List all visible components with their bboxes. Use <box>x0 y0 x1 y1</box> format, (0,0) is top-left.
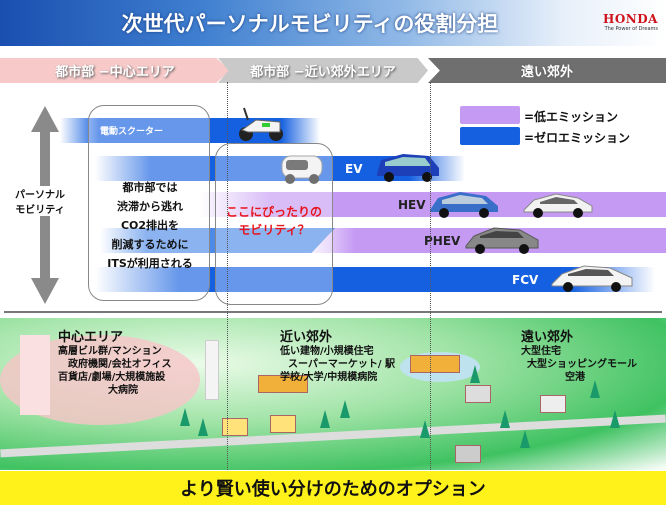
band-label-phev: PHEV <box>424 234 461 248</box>
house <box>258 375 308 393</box>
note-line: 削減するために <box>111 238 189 251</box>
area-item: 低い建物/小規模住宅 <box>280 346 374 357</box>
area-item: 大病院 <box>108 385 138 396</box>
question-line: ここにぴったりの <box>225 205 322 219</box>
area-title: 中心エリア <box>58 330 124 345</box>
area-item: 大型住宅 <box>521 346 561 357</box>
area-item: 政府機関/会社オフィス <box>68 359 172 370</box>
area-near-suburb: 近い郊外 低い建物/小規模住宅 スーパーマーケット/ 駅 学校/大学/中規模病院 <box>280 326 395 384</box>
tree-icon <box>590 380 600 398</box>
zone-label: 遠い郊外 <box>520 65 573 80</box>
house <box>270 415 296 433</box>
question-line: モビリティ？ <box>238 223 310 237</box>
zone-near-suburb: 都市部 −近い郊外エリア <box>218 58 428 83</box>
title-banner <box>0 0 666 46</box>
area-title: 遠い郊外 <box>521 330 574 345</box>
hev-crz-icon <box>523 193 593 218</box>
phev-car-icon <box>465 227 539 254</box>
note-line: 渋滞から逃れ <box>117 200 183 213</box>
legend-swatch-low-emission <box>460 106 520 124</box>
area-far-suburb: 遠い郊外 大型住宅 大型ショッピングモール 空港 <box>521 326 637 384</box>
tree-icon <box>520 430 530 448</box>
house <box>410 355 460 373</box>
tree-icon <box>340 400 350 418</box>
tree-icon <box>198 418 208 436</box>
zone-divider <box>227 82 228 472</box>
band-label-fcv: FCV <box>512 273 539 287</box>
area-item: 学校/大学/中規模病院 <box>280 372 378 383</box>
area-item: スーパーマーケット/ 駅 <box>288 359 396 370</box>
ev-car-icon <box>377 154 439 182</box>
zone-label: 都市部 −中心エリア <box>55 65 175 80</box>
note-line: 都市部では <box>122 181 178 194</box>
band-label-scooter: 電動スクーター <box>100 127 164 137</box>
building <box>20 335 50 415</box>
page-title: 次世代パーソナルモビリティの役割分担 <box>121 12 499 36</box>
logo-tagline: The Power of Dreams <box>604 26 658 32</box>
zone-far-suburb: 遠い郊外 <box>428 58 666 83</box>
zone-divider <box>430 82 431 472</box>
zone-city-center: 都市部 −中心エリア <box>0 58 230 83</box>
house <box>455 445 481 463</box>
tree-icon <box>420 420 430 438</box>
honda-logo: HONDA The Power of Dreams <box>603 12 658 32</box>
footer-banner: より賢い使い分けのためのオプション <box>0 471 666 505</box>
note-line: CO2排出を <box>120 219 180 232</box>
logo-text: HONDA <box>603 12 658 26</box>
area-item: 百貨店/劇場/大規模施設 <box>58 372 166 383</box>
band-phev-electric <box>100 228 335 253</box>
divider <box>4 311 662 313</box>
area-title: 近い郊外 <box>280 330 333 345</box>
fcv-car-icon <box>551 265 633 292</box>
note-line: ITSが利用される <box>107 257 193 270</box>
area-item: 大型ショッピングモール <box>527 359 637 370</box>
zone-label: 都市部 −近い郊外エリア <box>250 65 396 80</box>
hev-insight-icon <box>430 192 498 218</box>
house <box>540 395 566 413</box>
tree-icon <box>500 410 510 428</box>
legend-label-low-emission: =低エミッション <box>524 110 619 124</box>
tree-icon <box>320 410 330 428</box>
band-label-hev: HEV <box>398 198 426 212</box>
band-label-ev: EV <box>345 162 363 176</box>
scooter-icon <box>239 107 283 141</box>
axis-label: パーソナル モビリティ <box>8 186 72 216</box>
legend-swatch-zero-emission <box>460 127 520 145</box>
city-note: 都市部では 渋滞から逃れ CO2排出を 削減するために ITSが利用される <box>92 178 208 273</box>
legend-label-zero-emission: =ゼロエミッション <box>524 131 631 145</box>
area-item: 高層ビル群/マンション <box>58 346 162 357</box>
house <box>222 418 248 436</box>
tree-icon <box>470 365 480 383</box>
question-text: ここにぴったりの モビリティ？ <box>215 203 333 239</box>
area-item: 空港 <box>565 372 585 383</box>
near-suburb-box <box>215 143 333 305</box>
tree-icon <box>610 410 620 428</box>
house <box>465 385 491 403</box>
city-center-box <box>88 105 210 301</box>
area-city-center: 中心エリア 高層ビル群/マンション 政府機関/会社オフィス 百貨店/劇場/大規模… <box>58 326 171 397</box>
building <box>205 340 219 400</box>
tree-icon <box>180 408 190 426</box>
micro-ev-icon <box>281 155 323 184</box>
